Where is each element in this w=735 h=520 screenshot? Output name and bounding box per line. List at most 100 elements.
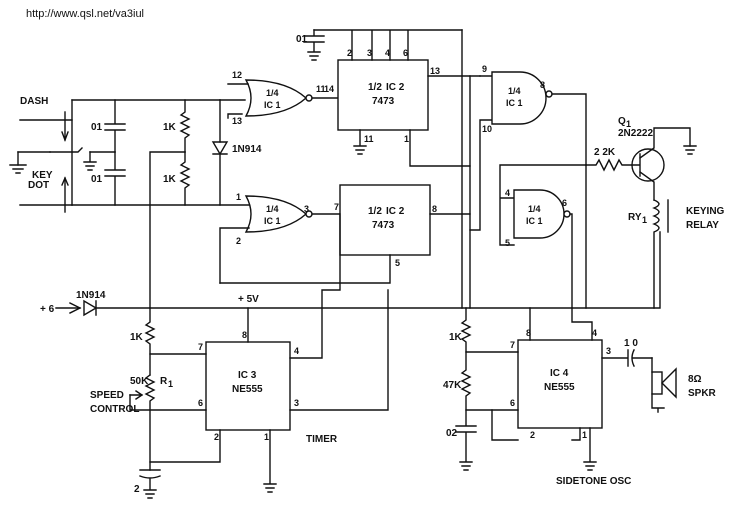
ic3-label: TIMER [306, 434, 338, 445]
speaker-label-2: SPKR [688, 388, 717, 399]
speaker-label-1: 8Ω [688, 374, 702, 385]
gate2-pin-out: 3 [304, 204, 309, 214]
base-resistor-value: 2 2K [594, 147, 616, 158]
steering-diode-label: 1N914 [232, 144, 262, 155]
pot-sub: 1 [168, 379, 173, 389]
ic3-pin-8: 8 [242, 330, 247, 340]
ic3-timer [129, 213, 389, 499]
gate1-frac: 1/4 [266, 88, 279, 98]
gate1-name: IC 1 [264, 100, 281, 110]
source-url: http://www.qsl.net/va3iul [26, 8, 144, 20]
relay-sub: 1 [642, 215, 647, 225]
transistor-part: 2N2222 [618, 128, 653, 139]
gate3-pin-a: 9 [482, 64, 487, 74]
relay-name: RY [628, 212, 642, 223]
timer-resistor-value: 1K [130, 332, 144, 343]
gate1-pin-a: 12 [232, 70, 242, 80]
transistor-q1 [631, 127, 697, 201]
ic4-label: SIDETONE OSC [556, 476, 631, 487]
ic4-name: IC 4 [550, 368, 569, 379]
ic4-pin-4: 4 [592, 328, 597, 338]
dash-cap-value: 01 [91, 122, 103, 133]
gate4-pin-b: 5 [505, 238, 510, 248]
timer-cap-value: 2 [134, 484, 140, 495]
ic3-pin-7: 7 [198, 342, 203, 352]
ic4-pin-3: 3 [606, 346, 611, 356]
supply-rail [55, 164, 661, 317]
gate4-frac: 1/4 [528, 204, 541, 214]
pot-name: R [160, 376, 168, 387]
gate-3-nand [491, 71, 587, 166]
ff2-part: 7473 [372, 220, 395, 231]
steering-diode [211, 99, 229, 206]
ff1-part: 7473 [372, 96, 395, 107]
gate2-pin-a: 1 [236, 192, 241, 202]
keying-relay [652, 199, 669, 309]
dot-capacitor [104, 151, 126, 206]
gate3-frac: 1/4 [508, 86, 521, 96]
ic4-pin-7: 7 [510, 340, 515, 350]
dash-resistor-value: 1K [163, 122, 177, 133]
ic4-part: NE555 [544, 382, 575, 393]
ic3-part: NE555 [232, 384, 263, 395]
pullup-feed-wire [149, 151, 186, 309]
gate4-pin-out: 6 [562, 198, 567, 208]
ff2-frac: 1/2 [368, 206, 382, 217]
ff1-frac: 1/2 [368, 82, 382, 93]
ic3-pin-6: 6 [198, 398, 203, 408]
gate-4-nand [499, 164, 587, 309]
dot-cap-value: 01 [91, 174, 103, 185]
gate-1-dash [219, 79, 339, 119]
dot-label: DOT [28, 180, 49, 191]
gate3-name: IC 1 [506, 98, 523, 108]
dash-resistor [179, 99, 191, 153]
ff1-pin-3: 3 [367, 48, 372, 58]
gate2-frac: 1/4 [266, 204, 279, 214]
base-resistor [585, 158, 633, 172]
ic4-oscillator [455, 307, 677, 471]
flipflop-1 [303, 29, 481, 167]
ic4-pin-1: 1 [582, 430, 587, 440]
ic4-pin-8: 8 [526, 328, 531, 338]
dash-label: DASH [20, 96, 48, 107]
transistor-name: Q [618, 116, 626, 127]
supply-input-label: + 6 [40, 304, 55, 315]
gate-2-dot [219, 195, 341, 284]
ic3-name: IC 3 [238, 370, 257, 381]
ff1-pin-2: 2 [347, 48, 352, 58]
key-label: KEY [32, 170, 53, 181]
dot-resistor-value: 1K [163, 174, 177, 185]
ff1-pin-13: 13 [430, 66, 440, 76]
osc-cap-value: 02 [446, 428, 458, 439]
gate3-pin-out: 8 [540, 80, 545, 90]
gate4-name: IC 1 [526, 216, 543, 226]
flipflop-2 [219, 184, 471, 284]
ff2-name: IC 2 [386, 206, 405, 217]
dot-resistor [179, 151, 191, 206]
paddle-key [9, 99, 221, 213]
ff2-pin-out: 8 [432, 204, 437, 214]
relay-label-1: KEYING [686, 206, 725, 217]
top-cap-value: 01 [296, 34, 308, 45]
rail-label: + 5V [238, 294, 259, 305]
speed-label: SPEED [90, 390, 124, 401]
ff1-name: IC 2 [386, 82, 405, 93]
output-cap-value: 1 0 [624, 338, 638, 349]
ff2-pin-in: 7 [334, 202, 339, 212]
ff2-pin-5: 5 [395, 258, 400, 268]
gate3-input-wires [469, 75, 493, 231]
ff1-pin-11: 11 [364, 134, 374, 144]
gate1-pin-out: 11 [316, 84, 326, 94]
osc-resistor1-value: 1K [449, 332, 463, 343]
ff1-pin-6: 6 [403, 48, 408, 58]
gate1-pin-b: 13 [232, 116, 242, 126]
control-label: CONTROL [90, 404, 139, 415]
ff1-pin-1: 1 [404, 134, 409, 144]
ic3-pin-2: 2 [214, 432, 219, 442]
transistor-sub: 1 [626, 119, 631, 129]
pot-value: 50K [130, 376, 149, 387]
bus-wires [461, 29, 471, 309]
gate4-pin-a: 4 [505, 188, 510, 198]
input-diode-label: 1N914 [76, 290, 106, 301]
